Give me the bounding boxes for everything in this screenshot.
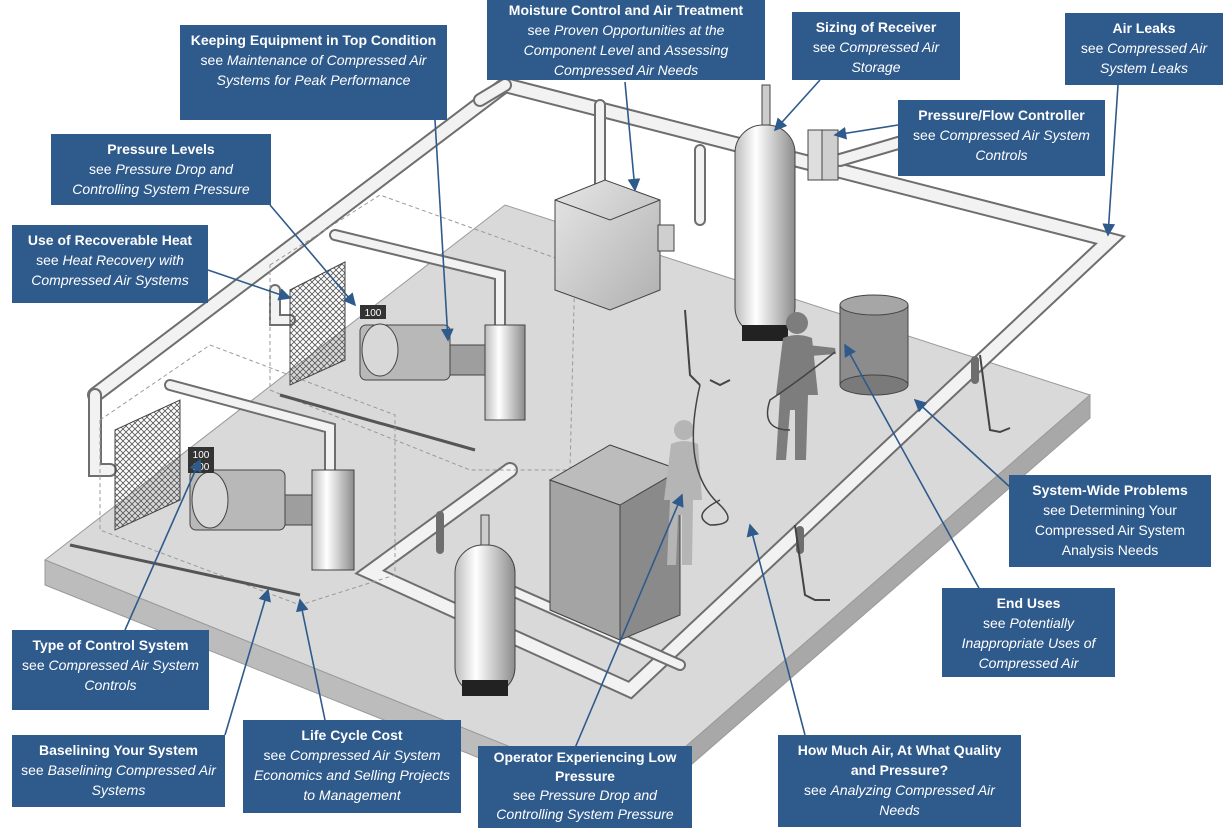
secondary-receiver-tank: [454, 514, 516, 696]
callout-sizing-receiver: Sizing of Receiver see Compressed Air St…: [792, 12, 960, 80]
callout-moisture-control: Moisture Control and Air Treatment see P…: [487, 0, 765, 80]
callout-reference: Compressed Air System Controls: [48, 657, 199, 693]
see-label: see: [263, 747, 287, 763]
callout-title: Type of Control System: [32, 637, 189, 653]
callout-title: Baselining Your System: [39, 742, 198, 758]
callout-reference: Pressure Drop and Controlling System Pre…: [496, 787, 674, 822]
see-label: see: [36, 252, 59, 268]
callout-reference: Baselining Compressed Air Systems: [47, 762, 216, 798]
callout-pressure-flow-controller: Pressure/Flow Controller see Compressed …: [898, 100, 1105, 176]
callout-title: How Much Air, At What Quality and Pressu…: [797, 742, 1002, 778]
see-label: see: [913, 127, 936, 143]
see-label: see: [200, 52, 224, 68]
callout-title: Use of Recoverable Heat: [27, 232, 193, 248]
callout-operator-low-pressure: Operator Experiencing Low Pressure see P…: [478, 746, 692, 828]
callout-reference: Heat Recovery with Compressed Air System…: [31, 252, 189, 288]
callout-title: End Uses: [996, 595, 1061, 611]
see-label: see: [527, 22, 551, 38]
see-label: see: [513, 787, 536, 803]
callout-title: Pressure Levels: [107, 141, 215, 157]
pressure-flow-controller: [807, 129, 839, 181]
callout-reference: Potentially Inappropriate Uses of Compre…: [961, 615, 1096, 671]
callout-reference: Analyzing Compressed Air Needs: [830, 782, 995, 818]
callout-reference: Compressed Air System Leaks: [1100, 40, 1208, 76]
callout-reference: Proven Opportunities at the Component Le…: [523, 22, 725, 58]
callout-keeping-equipment: Keeping Equipment in Top Condition see M…: [180, 25, 447, 120]
upper-compressor-unit: 100: [269, 194, 576, 471]
see-label: see: [812, 39, 836, 55]
callout-title: Pressure/Flow Controller: [918, 107, 1085, 123]
operator-figure-front: [776, 312, 836, 460]
callout-title: System-Wide Problems: [1032, 482, 1188, 498]
callout-title: Operator Experiencing Low Pressure: [493, 749, 677, 784]
air-dryer: [554, 179, 675, 311]
and-label: and: [637, 42, 661, 58]
callout-reference: Compressed Air Storage: [839, 39, 940, 75]
callout-pressure-levels: Pressure Levels see Pressure Drop and Co…: [51, 134, 271, 205]
callout-title: Life Cycle Cost: [301, 727, 403, 743]
see-label: see: [982, 615, 1006, 631]
callout-title: Keeping Equipment in Top Condition: [190, 32, 437, 48]
see-label: see: [21, 762, 44, 778]
callout-air-leaks: Air Leaks see Compressed Air System Leak…: [1065, 13, 1223, 85]
callout-reference: Compressed Air System Economics and Sell…: [253, 747, 451, 803]
callout-system-wide-problems: System-Wide Problems see Determining You…: [1009, 475, 1211, 567]
callout-reference-2: Assessing Compressed Air Needs: [553, 42, 729, 78]
lower-gauge-readout-a: 100: [193, 450, 210, 461]
callout-how-much-air: How Much Air, At What Quality and Pressu…: [778, 735, 1021, 827]
callout-title: Sizing of Receiver: [815, 19, 937, 35]
callout-life-cycle-cost: Life Cycle Cost see Compressed Air Syste…: [243, 720, 461, 813]
callout-leader-lines: [124, 79, 1119, 749]
callout-reference: Maintenance of Compressed Air Systems fo…: [216, 52, 427, 88]
drop-line-left: [684, 309, 1011, 601]
callout-baselining: Baselining Your System see Baselining Co…: [12, 735, 225, 807]
callout-end-uses: End Uses see Potentially Inappropriate U…: [942, 588, 1115, 677]
main-receiver-tank: [734, 84, 796, 341]
callout-recoverable-heat: Use of Recoverable Heat see Heat Recover…: [12, 225, 208, 303]
lower-compressor-unit: 100 100: [69, 344, 396, 606]
callout-type-of-control: Type of Control System see Compressed Ai…: [12, 630, 209, 710]
upper-gauge-readout: 100: [365, 308, 382, 319]
callout-reference: Determining Your Compressed Air System A…: [1034, 502, 1186, 558]
callout-reference: Compressed Air System Controls: [939, 127, 1090, 163]
equipment-cabinet: [548, 444, 682, 641]
see-label: see: [89, 161, 112, 177]
air-hose: [692, 351, 836, 526]
callout-title: Moisture Control and Air Treatment: [508, 2, 744, 18]
see-label: see: [1043, 502, 1066, 518]
see-label: see: [1080, 40, 1104, 56]
callout-reference: Pressure Drop and Controlling System Pre…: [72, 161, 250, 197]
see-label: see: [22, 657, 45, 673]
callout-title: Air Leaks: [1112, 20, 1176, 36]
see-label: see: [804, 782, 827, 798]
storage-drum: [839, 294, 909, 396]
